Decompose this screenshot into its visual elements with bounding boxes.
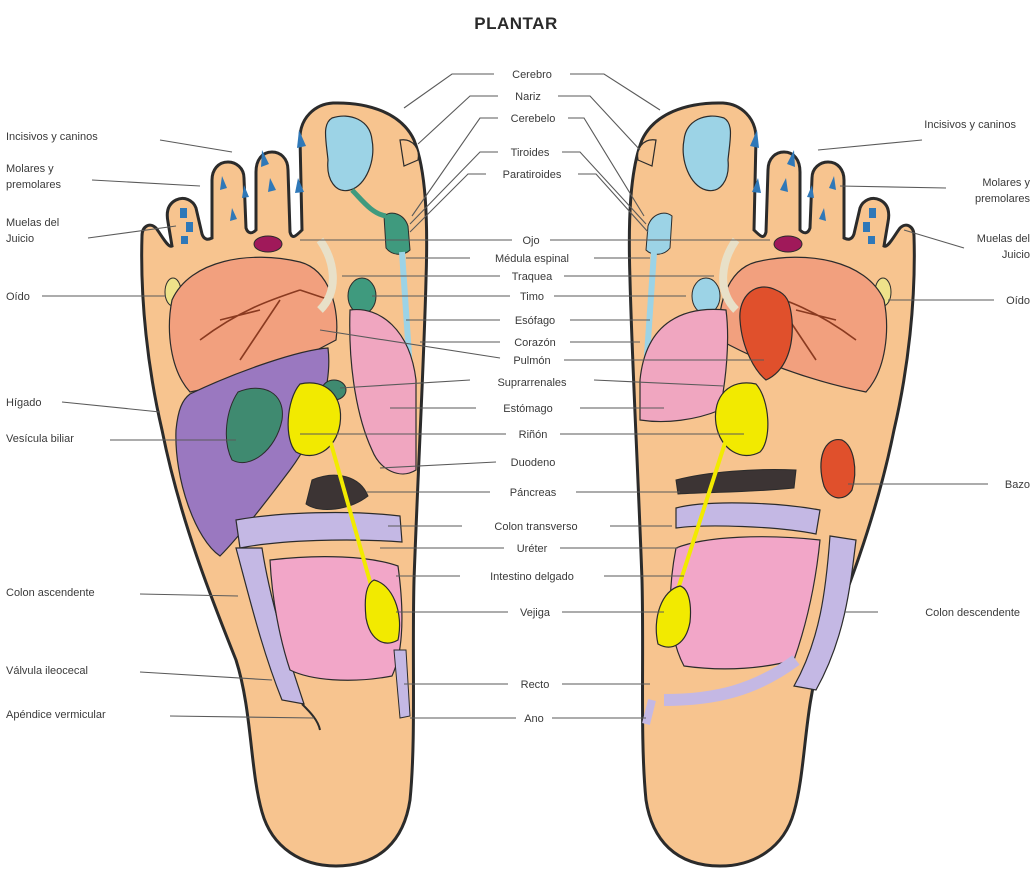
right-thymus — [691, 277, 721, 315]
label-right-muelas-1: Muelas del — [977, 233, 1030, 245]
right-descending-colon — [793, 535, 857, 691]
right-small-intestine — [669, 536, 821, 670]
right-bladder — [655, 585, 692, 648]
label-recto: Recto — [521, 679, 550, 691]
center-labels: Cerebro Nariz Cerebelo Tiroides Paratiro… — [490, 69, 577, 725]
left-rectum — [393, 649, 411, 719]
left-eye — [253, 235, 283, 253]
left-appendix — [301, 703, 321, 731]
left-brain — [324, 115, 374, 192]
label-right-molares-2: premolares — [975, 193, 1031, 205]
diagram-title: PLANTAR — [474, 14, 558, 33]
left-pancreas — [305, 474, 369, 510]
label-left-oido: Oído — [6, 291, 30, 303]
label-right-bazo: Bazo — [1005, 479, 1030, 491]
label-cerebro: Cerebro — [512, 69, 552, 81]
right-sigmoid — [663, 655, 800, 706]
left-ureter — [328, 439, 380, 611]
left-labels: Incisivos y caninos Molares y premolares… — [6, 131, 106, 721]
left-nose — [399, 139, 419, 167]
label-esofago: Esófago — [515, 315, 555, 327]
label-left-apendice: Apéndice vermicular — [6, 709, 106, 721]
label-pulmon: Pulmón — [513, 355, 550, 367]
label-pancreas: Páncreas — [510, 487, 557, 499]
label-rinon: Riñón — [519, 429, 548, 441]
label-ojo: Ojo — [522, 235, 539, 247]
left-trachea — [316, 237, 337, 313]
left-gallbladder — [225, 387, 283, 464]
right-pancreas — [675, 468, 797, 495]
left-bladder — [364, 579, 401, 644]
label-right-colon-descendente: Colon descendente — [925, 607, 1020, 619]
label-traquea: Traquea — [512, 271, 553, 283]
label-left-vesicula: Vesícula biliar — [6, 433, 74, 445]
left-thymus — [347, 277, 377, 315]
right-thyroid — [645, 212, 673, 255]
label-left-molares-2: premolares — [6, 179, 62, 191]
left-kidney — [287, 382, 342, 457]
label-left-muelas-1: Muelas del — [6, 217, 59, 229]
right-stomach — [639, 308, 729, 423]
label-ano: Ano — [524, 713, 544, 725]
label-paratiroides: Paratiroides — [503, 169, 562, 181]
label-nariz: Nariz — [515, 91, 541, 103]
label-left-molares-1: Molares y — [6, 163, 54, 175]
right-transverse-colon — [675, 502, 821, 535]
label-left-valvula: Válvula ileocecal — [6, 665, 88, 677]
label-vejiga: Vejiga — [520, 607, 551, 619]
left-brainstem — [350, 188, 387, 219]
label-right-muelas-2: Juicio — [1002, 249, 1030, 261]
left-teeth-markers — [180, 130, 306, 244]
label-right-molares-1: Molares y — [982, 177, 1030, 189]
label-ureter: Uréter — [517, 543, 548, 555]
label-corazon: Corazón — [514, 337, 556, 349]
right-kidney — [714, 382, 769, 457]
right-teeth-markers — [750, 130, 876, 244]
right-spleen — [820, 439, 856, 499]
label-left-muelas-2: Juicio — [6, 233, 34, 245]
right-heart — [739, 286, 793, 381]
label-right-oido: Oído — [1006, 295, 1030, 307]
label-left-colon-ascendente: Colon ascendente — [6, 587, 95, 599]
right-trachea — [719, 237, 740, 313]
label-right-incisivos: Incisivos y caninos — [924, 119, 1016, 131]
right-rectum — [642, 699, 656, 725]
label-timo: Timo — [520, 291, 544, 303]
left-thyroid — [383, 212, 411, 255]
label-left-incisivos: Incisivos y caninos — [6, 131, 98, 143]
right-brain — [682, 115, 732, 192]
label-medula: Médula espinal — [495, 253, 569, 265]
right-eye — [773, 235, 803, 253]
left-foot — [140, 101, 429, 868]
right-foot — [627, 101, 916, 868]
label-suprarrenales: Suprarrenales — [497, 377, 567, 389]
label-left-higado: Hígado — [6, 397, 41, 409]
label-duodeno: Duodeno — [511, 457, 556, 469]
right-labels: Incisivos y caninos Molares y premolares… — [924, 119, 1030, 619]
label-estomago: Estómago — [503, 403, 553, 415]
left-ascending-colon — [235, 547, 305, 705]
leader-lines — [42, 73, 994, 719]
label-intestino: Intestino delgado — [490, 571, 574, 583]
left-transverse-colon — [235, 511, 403, 549]
label-tiroides: Tiroides — [511, 147, 550, 159]
left-stomach — [349, 309, 417, 475]
label-cerebelo: Cerebelo — [511, 113, 556, 125]
left-bronchi — [199, 289, 331, 361]
label-colon-transverso: Colon transverso — [494, 521, 577, 533]
